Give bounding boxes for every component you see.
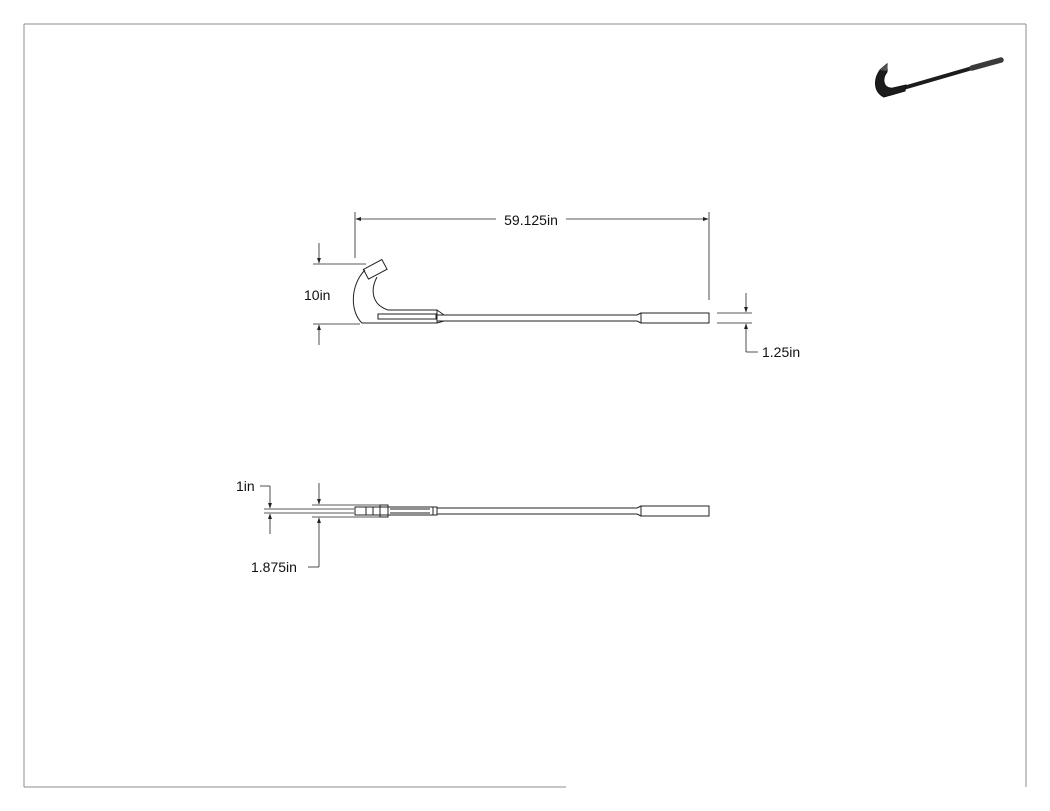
dimension-shaft-thickness	[717, 293, 758, 353]
dimension-label-side-inner: 1in	[236, 478, 255, 494]
dimension-side-outer	[308, 483, 380, 568]
sheet-border	[23, 23, 1027, 788]
dimension-side-inner	[260, 485, 354, 534]
dimension-label-side-outer: 1.875in	[251, 559, 297, 575]
top-view-part-outline	[354, 504, 710, 518]
isometric-render-icon	[875, 57, 1004, 98]
front-view-part-outline	[352, 258, 710, 324]
dimension-label-shaft-thickness: 1.25in	[762, 344, 800, 360]
top-view: 1in 1.875in	[236, 478, 710, 575]
dimension-overall-length	[354, 212, 710, 300]
dimension-hook-height	[313, 243, 366, 345]
front-view: 59.125in 10in 1.25in	[304, 209, 800, 360]
dimension-label-overall-length: 59.125in	[504, 212, 558, 228]
dimension-label-hook-height: 10in	[304, 287, 330, 303]
